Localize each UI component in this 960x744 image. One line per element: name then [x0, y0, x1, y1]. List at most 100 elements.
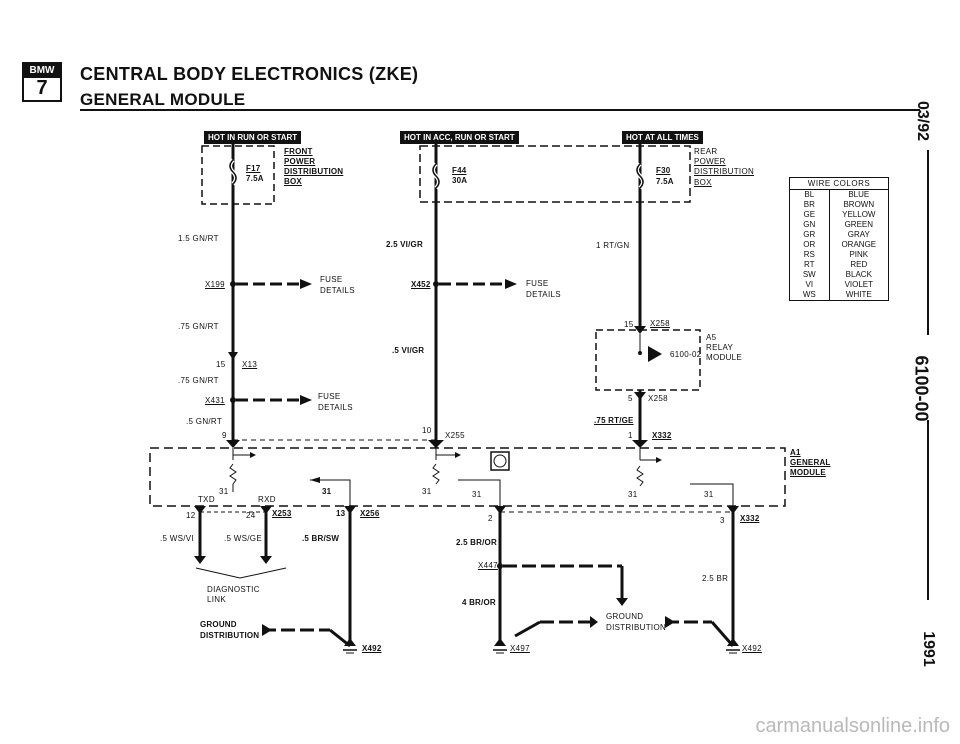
connector-label: X258 — [650, 319, 670, 328]
fuse-f44-rating: 30A — [452, 176, 468, 185]
fuse-details-1-line2: DETAILS — [320, 286, 355, 295]
wc-color: YELLOW — [842, 210, 876, 219]
wc-color: RED — [850, 260, 868, 269]
wc-code: GE — [789, 210, 830, 220]
wire-label: .5 BR/SW — [302, 534, 340, 543]
rear-box-line3: DISTRIBUTION — [694, 167, 755, 176]
connector-label: X431 — [205, 396, 225, 405]
ground-dist-left-line2: DISTRIBUTION — [200, 631, 260, 640]
fuse-f17-rating: 7.5A — [246, 174, 264, 183]
pin-label: 31 — [422, 487, 432, 496]
wire-label: 1.5 GN/RT — [178, 234, 219, 243]
pin-label: 31 — [704, 490, 714, 499]
connector-label: X497 — [510, 644, 530, 653]
wire-label: .5 WS/VI — [160, 534, 194, 543]
pin-label: 31 — [322, 487, 332, 496]
fuse-details-2-line2: DETAILS — [318, 403, 353, 412]
pin-label: 10 — [422, 426, 432, 435]
fuse-f44-name: F44 — [452, 166, 467, 175]
wc-color: BROWN — [843, 200, 875, 209]
watermark: carmanualsonline.info — [755, 715, 950, 737]
fuse-f30-rating: 7.5A — [656, 177, 674, 186]
connector-label: X255 — [445, 431, 465, 440]
pin-label: 31 — [219, 487, 229, 496]
wc-code: RS — [789, 250, 830, 260]
connector-label: X332 — [740, 514, 760, 523]
wc-color: VIOLET — [844, 280, 874, 289]
wc-code: WS — [789, 290, 830, 301]
relay-ref-link[interactable]: 6100-02 — [670, 350, 702, 359]
wc-color: GREEN — [844, 220, 874, 229]
diagnostic-line1: DIAGNOSTIC — [207, 585, 260, 594]
connector-label: X199 — [205, 280, 225, 289]
ground-dist-right-line1: GROUND — [606, 612, 644, 621]
wire-label: .75 GN/RT — [178, 376, 219, 385]
pin-label: 31 — [628, 490, 638, 499]
module-line2: GENERAL — [790, 458, 831, 467]
hot-all-times-label: HOT AT ALL TIMES — [622, 131, 703, 144]
wire-label: .5 WS/GE — [224, 534, 262, 543]
rxd-label: RXD — [258, 495, 276, 504]
connector-label: X256 — [360, 509, 380, 518]
fuse-details-1-line1: FUSE — [320, 275, 343, 284]
front-box-line4: BOX — [284, 177, 302, 186]
wc-color: BLACK — [845, 270, 872, 279]
relay-line1: A5 — [706, 333, 717, 342]
wc-color: PINK — [849, 250, 869, 259]
pin-label: 15 — [624, 320, 634, 329]
wire-label: 4 BR/OR — [462, 598, 496, 607]
relay-line2: RELAY — [706, 343, 734, 352]
pin-label: 9 — [222, 431, 227, 440]
wire-label: .75 RT/GE — [594, 416, 634, 425]
rear-box-line2: POWER — [694, 157, 726, 166]
connector-label: X492 — [362, 644, 382, 653]
module-line1: A1 — [790, 448, 801, 457]
pin-label: 13 — [336, 509, 346, 518]
fuse-details-3-line2: DETAILS — [526, 290, 561, 299]
txd-label: TXD — [198, 495, 215, 504]
rear-box-line4: BOX — [694, 178, 712, 187]
logo-series: 7 — [36, 77, 48, 99]
wc-color: GRAY — [847, 230, 870, 239]
pin-label: 5 — [628, 394, 633, 403]
ground-dist-left-line1: GROUND — [200, 620, 237, 629]
pin-label: 12 — [186, 511, 196, 520]
hot-run-start-label: HOT IN RUN OR START — [204, 131, 302, 144]
connector-label: X492 — [742, 644, 762, 653]
fuse-details-2-line1: FUSE — [318, 392, 341, 401]
module-line3: MODULE — [790, 468, 826, 477]
front-box-line3: DISTRIBUTION — [284, 167, 344, 176]
wire-label: 2.5 VI/GR — [386, 240, 423, 249]
connector-label: X253 — [272, 509, 292, 518]
wc-color: BLUE — [848, 190, 870, 199]
pin-label: 3 — [720, 516, 725, 525]
pin-label: 24 — [246, 511, 256, 520]
fuse-f17-name: F17 — [246, 164, 261, 173]
fuse-details-3-line1: FUSE — [526, 279, 549, 288]
front-box-line1: FRONT — [284, 147, 313, 156]
wc-code: OR — [789, 240, 830, 250]
pin-label: 31 — [472, 490, 482, 499]
wc-code: SW — [789, 270, 830, 280]
page-subtitle: GENERAL MODULE — [80, 90, 246, 109]
hot-acc-run-start-label: HOT IN ACC, RUN OR START — [400, 131, 519, 144]
diagnostic-line2: LINK — [207, 595, 226, 604]
wire-label: .5 GN/RT — [186, 417, 223, 426]
wc-color: ORANGE — [841, 240, 877, 249]
wc-code: GN — [789, 220, 830, 230]
ground-dist-right-line2: DISTRIBUTION — [606, 623, 667, 632]
wc-code: VI — [789, 280, 830, 290]
pin-label: 15 — [216, 360, 226, 369]
wc-code: RT — [789, 260, 830, 270]
wc-code: GR — [789, 230, 830, 240]
page-title: CENTRAL BODY ELECTRONICS (ZKE) — [80, 64, 419, 84]
rear-box-line1: REAR — [694, 147, 718, 156]
front-box-line2: POWER — [284, 157, 316, 166]
pin-label: 1 — [628, 431, 633, 440]
wc-color: WHITE — [845, 290, 872, 299]
wire-label: .5 VI/GR — [392, 346, 425, 355]
wire-label: 1 RT/GN — [596, 241, 630, 250]
wire-label: 2.5 BR/OR — [456, 538, 497, 547]
logo-brand: BMW — [24, 64, 60, 78]
